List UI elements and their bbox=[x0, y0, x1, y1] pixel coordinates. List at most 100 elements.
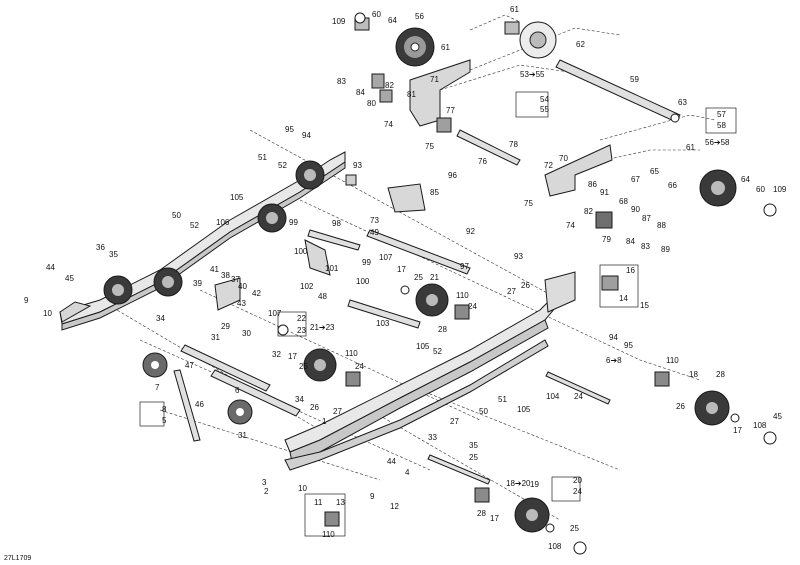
wheel-62-top bbox=[519, 21, 557, 59]
callout-label: 60 bbox=[372, 10, 381, 19]
callout-label: 24 bbox=[355, 362, 364, 371]
callout-label: 95 bbox=[285, 125, 294, 134]
callout-label: 27 bbox=[450, 417, 459, 426]
callout-label: 54 bbox=[540, 95, 549, 104]
callout-label: 26 bbox=[310, 403, 319, 412]
callout-label: 17 bbox=[490, 514, 499, 523]
callout-label: 11 bbox=[314, 498, 323, 507]
callout-label: 76 bbox=[478, 157, 487, 166]
callout-label: 9 bbox=[24, 296, 29, 305]
wheel-6 bbox=[142, 352, 168, 378]
callout-label: 84 bbox=[356, 88, 365, 97]
callout-label: 49 bbox=[370, 228, 379, 237]
callout-label: 94 bbox=[302, 131, 311, 140]
callout-label: 109 bbox=[332, 17, 346, 26]
callout-label: 17 bbox=[733, 426, 742, 435]
callout-label: 52 bbox=[278, 161, 287, 170]
callout-label: 58 bbox=[717, 121, 726, 130]
callout-label: 74 bbox=[566, 221, 575, 230]
callout-label: 65 bbox=[650, 167, 659, 176]
callout-label: 46 bbox=[195, 400, 204, 409]
callout-label: 36 bbox=[96, 243, 105, 252]
callout-label: 57 bbox=[717, 110, 726, 119]
callout-label: 6➔8 bbox=[606, 356, 622, 365]
callout-label: 27 bbox=[507, 287, 516, 296]
callout-label: 33 bbox=[428, 433, 437, 442]
callout-label: 16 bbox=[626, 266, 635, 275]
callout-label: 56➔58 bbox=[705, 138, 730, 147]
callout-label: 105 bbox=[230, 193, 244, 202]
callout-label: 20 bbox=[573, 476, 582, 485]
callout-label: 31 bbox=[211, 333, 220, 342]
callout-label: 93 bbox=[514, 252, 523, 261]
callout-label: 93 bbox=[353, 161, 362, 170]
callout-label: 73 bbox=[370, 216, 379, 225]
callout-label: 77 bbox=[446, 106, 455, 115]
callout-label: 103 bbox=[376, 319, 390, 328]
callout-label: 110 bbox=[456, 291, 469, 300]
callout-label: 18➔20 bbox=[506, 479, 531, 488]
callout-box bbox=[705, 107, 737, 134]
wheel-rail-mid-a bbox=[153, 267, 183, 297]
callout-label: 42 bbox=[252, 289, 261, 298]
callout-label: 22 bbox=[297, 314, 306, 323]
callout-label: 53➔55 bbox=[520, 70, 545, 79]
callout-label: 83 bbox=[641, 242, 650, 251]
callout-label: 45 bbox=[65, 274, 74, 283]
callout-label: 28 bbox=[716, 370, 725, 379]
hardware bbox=[277, 12, 777, 555]
wheel-56-right bbox=[699, 169, 737, 207]
callout-label: 4 bbox=[405, 468, 410, 477]
callout-label: 6 bbox=[235, 386, 240, 395]
callout-label: 39 bbox=[193, 279, 202, 288]
callout-label: 110 bbox=[322, 530, 335, 539]
callout-label: 59 bbox=[630, 75, 639, 84]
callout-label: 28 bbox=[477, 509, 486, 518]
wheel-21-lower bbox=[303, 348, 337, 382]
callout-label: 74 bbox=[384, 120, 393, 129]
callout-label: 45 bbox=[773, 412, 782, 421]
callout-label: 108 bbox=[548, 542, 562, 551]
callout-label: 66 bbox=[668, 181, 677, 190]
callout-label: 92 bbox=[466, 227, 475, 236]
callout-label: 48 bbox=[318, 292, 327, 301]
callout-label: 72 bbox=[544, 161, 553, 170]
callout-label: 89 bbox=[661, 245, 670, 254]
callout-label: 80 bbox=[367, 99, 376, 108]
callout-label: 101 bbox=[325, 264, 339, 273]
callout-box bbox=[599, 264, 639, 308]
callout-label: 106 bbox=[216, 218, 230, 227]
callout-label: 75 bbox=[524, 199, 533, 208]
callout-label: 99 bbox=[289, 218, 298, 227]
callout-label: 24 bbox=[573, 487, 582, 496]
callout-label: 21➔23 bbox=[310, 323, 335, 332]
callout-label: 100 bbox=[294, 247, 308, 256]
callout-label: 50 bbox=[479, 407, 488, 416]
callout-label: 28 bbox=[438, 325, 447, 334]
figure-code: 27L1709 bbox=[4, 555, 31, 562]
callout-label: 10 bbox=[298, 484, 307, 493]
callout-label: 24 bbox=[574, 392, 583, 401]
callout-label: 110 bbox=[666, 356, 679, 365]
callout-label: 19 bbox=[530, 480, 539, 489]
callout-label: 40 bbox=[238, 282, 247, 291]
wheel-rail-mid-b bbox=[257, 203, 287, 233]
callout-label: 102 bbox=[300, 282, 314, 291]
callout-label: 71 bbox=[430, 75, 439, 84]
callout-label: 26 bbox=[521, 281, 530, 290]
callout-label: 60 bbox=[756, 185, 765, 194]
callout-label: 97 bbox=[460, 262, 469, 271]
callout-label: 41 bbox=[210, 265, 219, 274]
callout-label: 61 bbox=[510, 5, 519, 14]
callout-label: 12 bbox=[390, 502, 399, 511]
callout-label: 17 bbox=[397, 265, 406, 274]
callout-box bbox=[551, 476, 581, 502]
callout-label: 32 bbox=[272, 350, 281, 359]
callout-label: 25 bbox=[414, 273, 423, 282]
brackets bbox=[214, 59, 613, 311]
wheel-18-right bbox=[694, 390, 730, 426]
callout-label: 3 bbox=[262, 478, 267, 487]
callout-label: 90 bbox=[631, 205, 640, 214]
callout-label: 44 bbox=[387, 457, 396, 466]
